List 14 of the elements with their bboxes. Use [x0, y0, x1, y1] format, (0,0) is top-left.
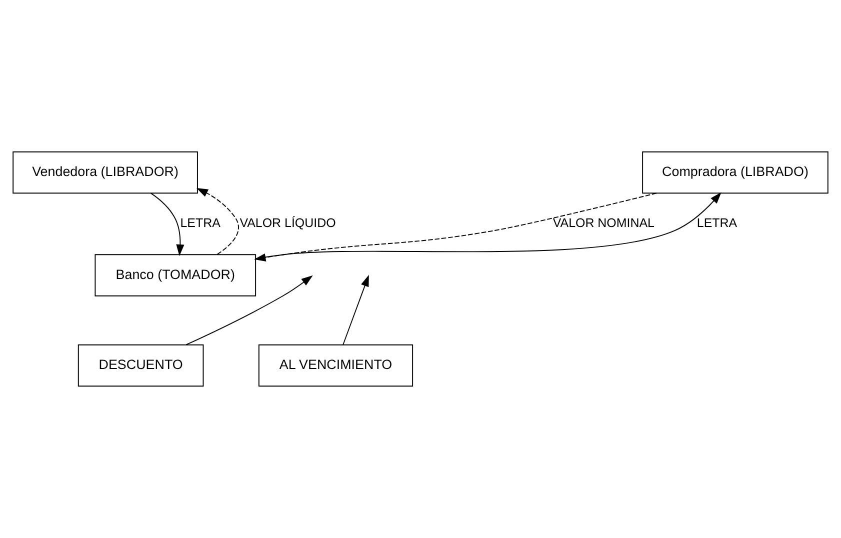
node-box: Banco (TOMADOR): [94, 254, 256, 296]
arrow: [150, 192, 184, 256]
node-box: Compradora (LIBRADO): [642, 151, 828, 194]
node-box: Vendedora (LIBRADOR): [12, 151, 198, 194]
node-box: AL VENCIMIENTO: [258, 344, 414, 387]
edge-label: LETRA: [696, 216, 738, 230]
edge-label: VALOR LÍQUIDO: [240, 216, 336, 230]
arrow: [186, 275, 313, 346]
arrow: [196, 188, 239, 255]
edge-label: LETRA: [180, 216, 220, 230]
arrow: [342, 274, 369, 346]
edge-label: VALOR NOMINAL: [552, 216, 654, 230]
arrow: [255, 192, 722, 260]
node-box: DESCUENTO: [78, 344, 204, 387]
